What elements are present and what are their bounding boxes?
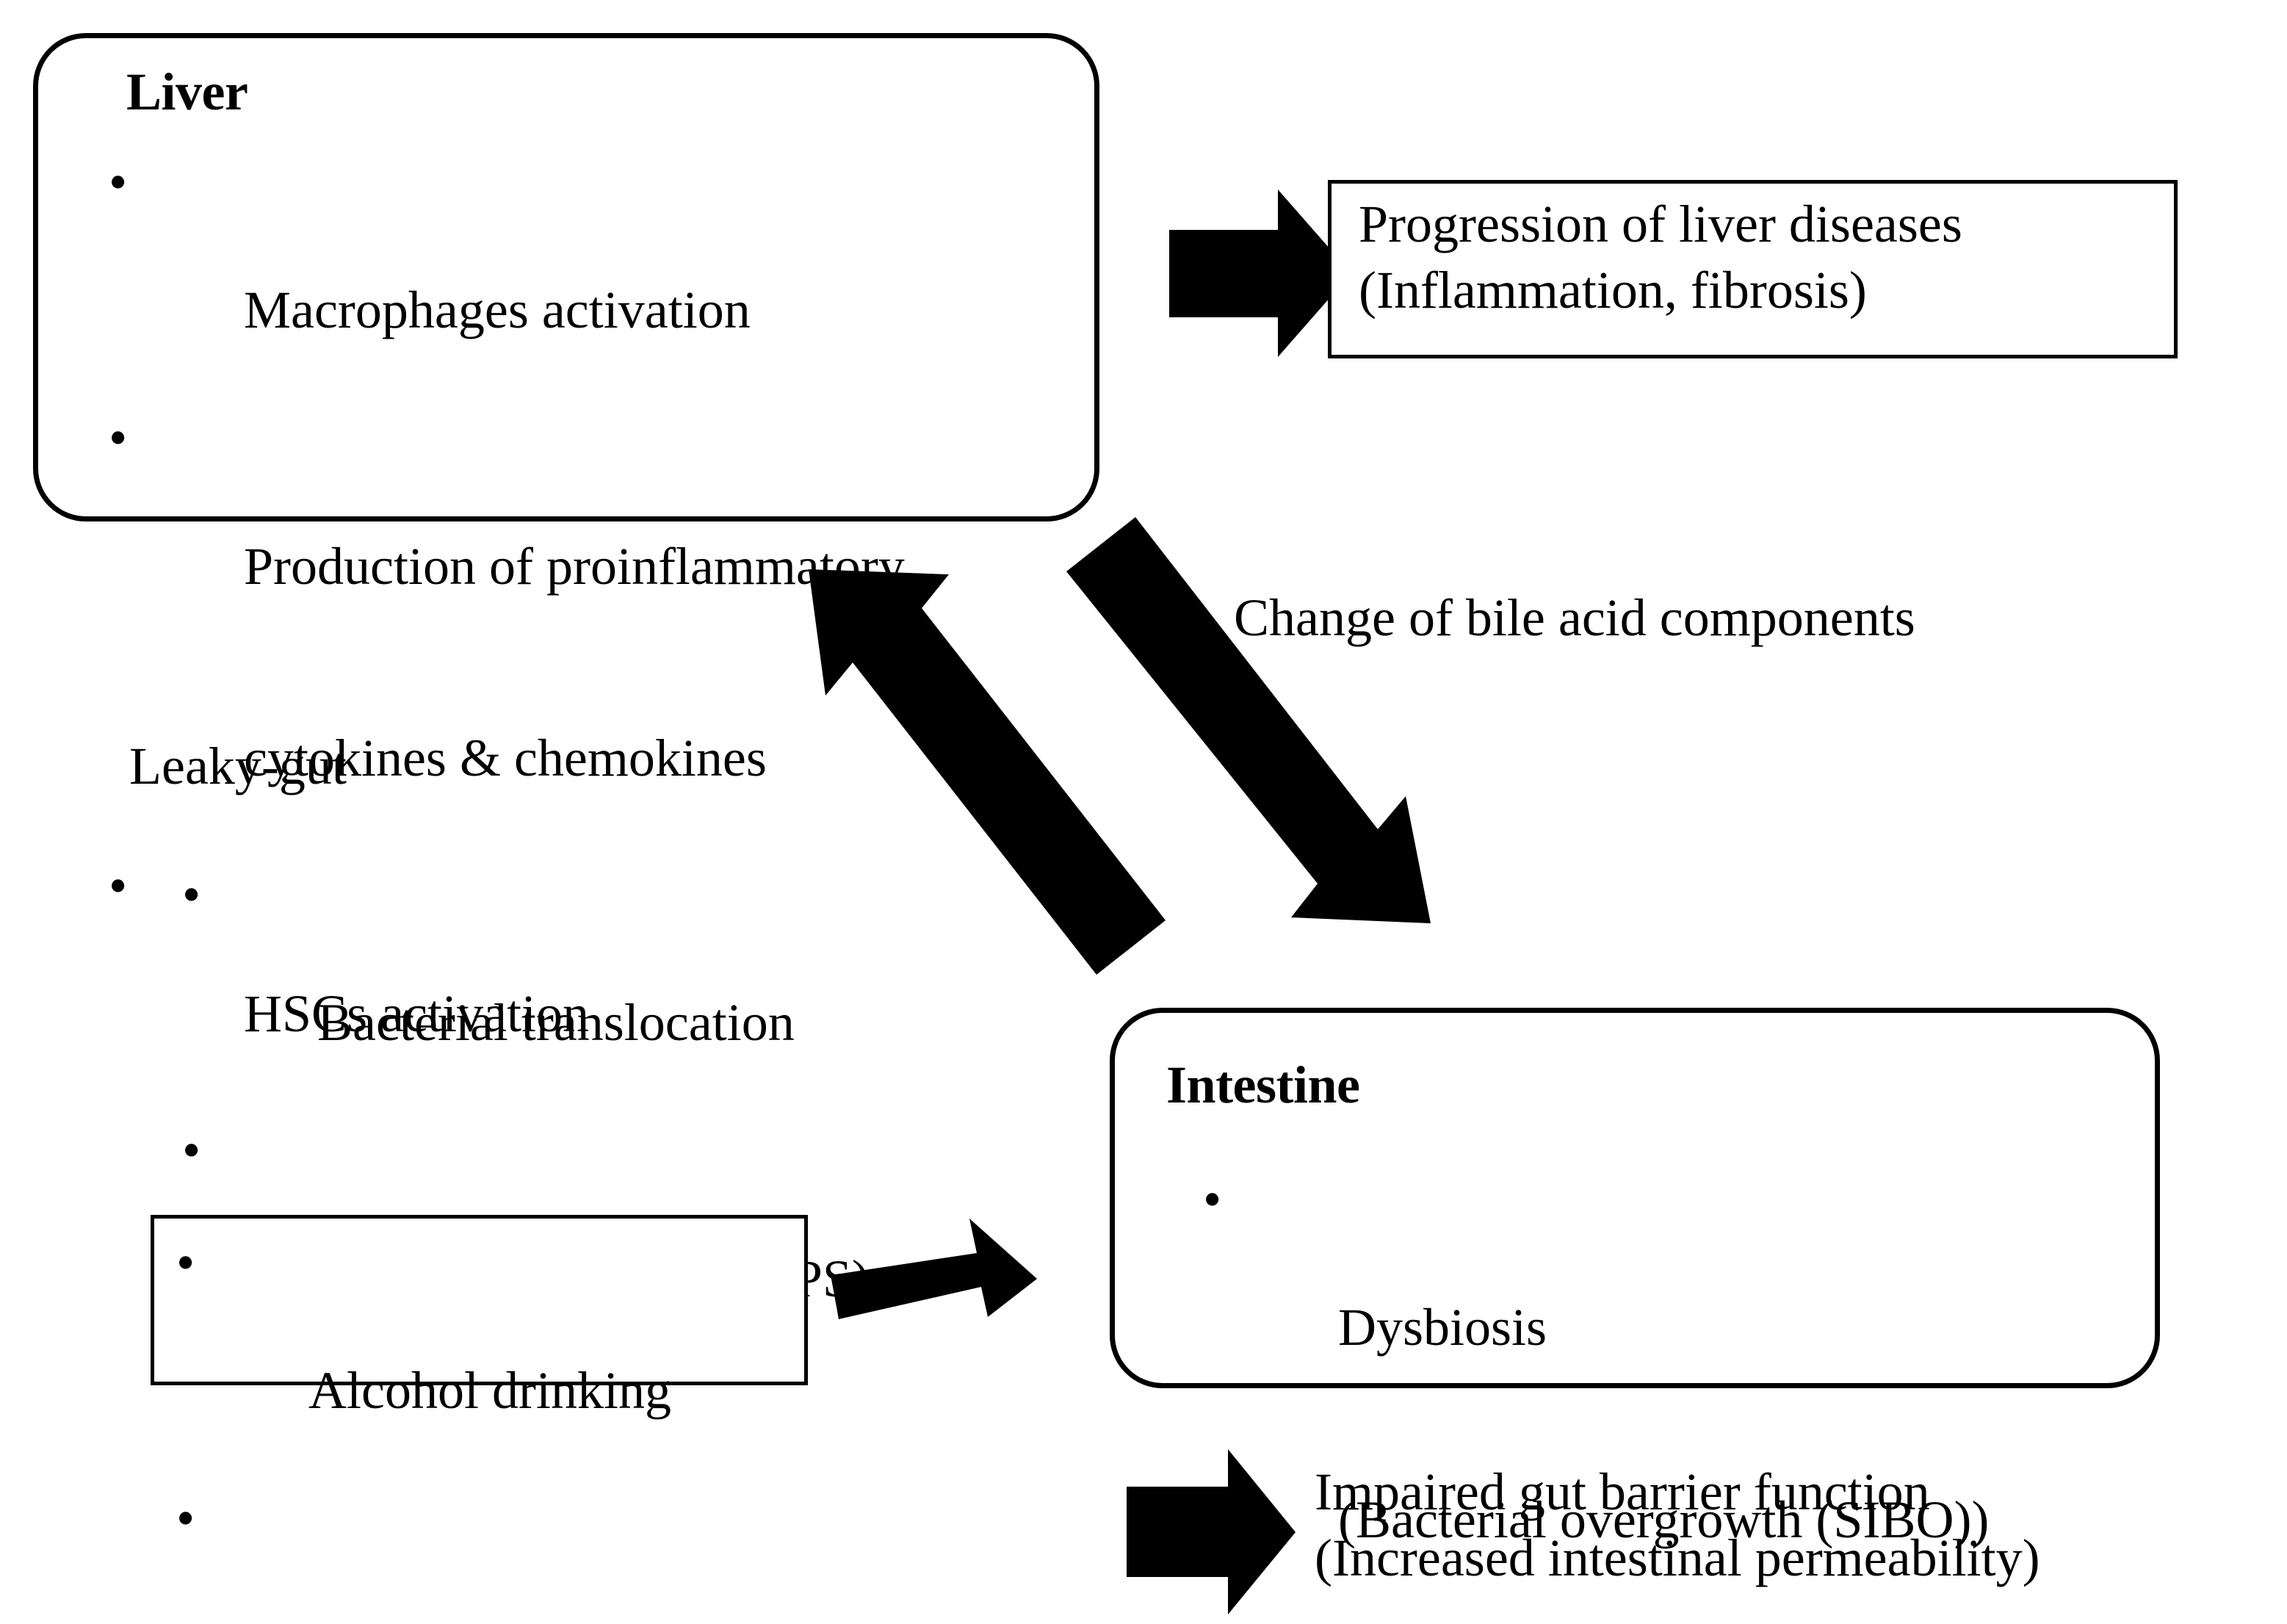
list-item-label: Alcohol drinking (308, 1361, 671, 1421)
progression-box-line2: (Inflammation, fibrosis) (1359, 261, 1867, 320)
progression-box (1328, 180, 2178, 358)
list-item-label: Bacterial translocation (317, 993, 795, 1053)
barrier-note-line1: Impaired gut barrier function (1315, 1462, 1930, 1521)
risk-factors-box (151, 1215, 808, 1385)
arrow-liver-to-intestine (1066, 517, 1431, 923)
list-item: • Dysbiosis (1197, 1168, 2145, 1423)
list-item: • Macrophages activation (103, 151, 1080, 406)
risk-factors-list: • Alcohol drinking • High-fat diet (170, 1231, 802, 1624)
progression-box-line1: Progression of liver diseases (1359, 195, 1962, 253)
liver-box-heading: Liver (126, 62, 248, 121)
bullet-glyph: • (182, 1121, 201, 1180)
bile-acid-label: Change of bile acid components (1234, 588, 1915, 647)
liver-box-list: • Macrophages activation • Production of… (103, 151, 1080, 1111)
list-item-label: (Bacterial overgrowth (SIBO)) (1338, 1490, 1990, 1549)
bullet-glyph: • (109, 153, 128, 212)
leaky-gut-heading: Leaky-gut (129, 737, 347, 795)
list-item-label: Dysbiosis (1338, 1298, 1547, 1357)
bullet-glyph: • (182, 865, 201, 924)
list-item-continuation: (Bacterial overgrowth (SIBO)) (1197, 1423, 2145, 1615)
bullet-glyph: • (109, 408, 128, 468)
list-item: • Alcohol drinking (170, 1231, 802, 1487)
bullet-glyph: • (176, 1233, 195, 1292)
list-item: • High-fat diet (170, 1487, 802, 1624)
list-item-label: Production of proinflammatory (244, 536, 905, 596)
arrow-liver-to-progression (1169, 190, 1351, 357)
bullet-glyph: • (176, 1489, 195, 1548)
list-item-label: cytokines & chemokines (244, 728, 767, 787)
list-item: • Production of proinflammatory (103, 406, 1080, 662)
intestine-box-heading: Intestine (1166, 1055, 1360, 1114)
barrier-note-line2: (Increased intestinal permeability) (1315, 1529, 2040, 1587)
list-item-label: High-fat diet (311, 1617, 583, 1624)
list-item: • Bacterial translocation (176, 863, 984, 1119)
bullet-glyph: • (109, 856, 128, 916)
list-item-label: HSCs activation (244, 984, 589, 1044)
list-item-continuation: cytokines & chemokines (103, 663, 1080, 854)
bullet-glyph: • (1203, 1170, 1222, 1229)
list-item: • HSCs activation (103, 854, 1080, 1110)
intestine-box (1110, 1008, 2160, 1388)
list-item-label: Macrophages activation (244, 281, 751, 340)
liver-box (33, 33, 1099, 522)
intestine-box-list: • Dysbiosis (Bacterial overgrowth (SIBO)… (1197, 1168, 2145, 1616)
